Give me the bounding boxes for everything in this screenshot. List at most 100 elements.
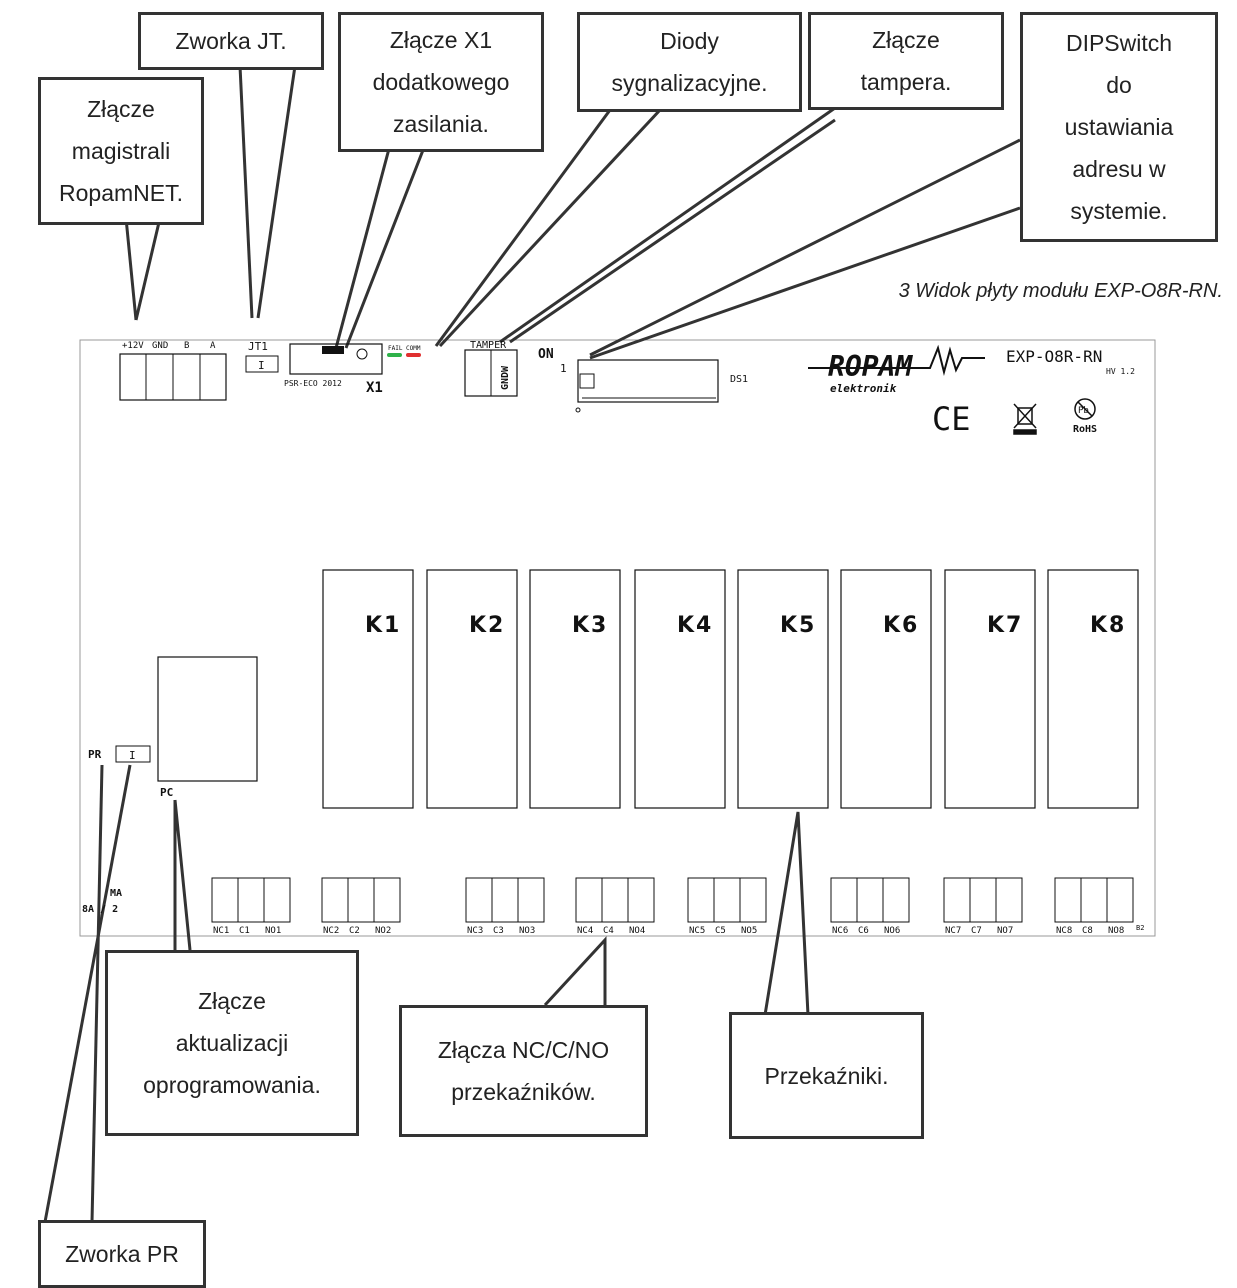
dip-switch: ON 1 DS1 — [538, 347, 748, 413]
b2-label: B2 — [1136, 924, 1144, 932]
callout-tamper: Złącze tampera. — [808, 12, 1004, 110]
callout-line: Zworka JT. — [175, 28, 287, 54]
relay-2 — [426, 569, 518, 809]
brand-logo: ROPAM elektronik EXP-O8R-RN HV 1.2 CE Pb… — [808, 344, 1135, 438]
pin-12v: +12V — [122, 341, 144, 351]
terminal-block-4 — [575, 877, 655, 923]
status-leds: FAIL COMM — [387, 345, 421, 357]
relay-label-7: K7 — [987, 613, 1023, 638]
terminal-pin-c7: C7 — [971, 926, 982, 936]
relay-label-1: K1 — [365, 613, 401, 638]
relay-5 — [737, 569, 829, 809]
model-label: EXP-O8R-RN — [1006, 347, 1102, 366]
ba-label: 8A / 2 — [82, 904, 118, 915]
terminal-block-8 — [1054, 877, 1134, 923]
relay-1 — [322, 569, 414, 809]
terminal-block-2 — [321, 877, 401, 923]
callout-nc-c-no: Złącza NC/C/NO przekaźników. — [399, 1005, 648, 1137]
callout-line: Diody — [660, 28, 719, 54]
callout-text: Złącze tampera. — [861, 19, 952, 103]
terminal-block-5 — [687, 877, 767, 923]
terminal-pin-nc5: NC5 — [689, 926, 705, 936]
relay-label-2: K2 — [469, 613, 505, 638]
relay-label-5: K5 — [780, 613, 816, 638]
terminal-pin-c6: C6 — [858, 926, 869, 936]
relay-label-6: K6 — [883, 613, 919, 638]
terminal-pin-c8: C8 — [1082, 926, 1093, 936]
callout-line: Złącze — [872, 27, 940, 53]
terminal-pin-no4: NO4 — [629, 926, 645, 936]
callout-line: zasilania. — [393, 111, 489, 137]
callout-line: Złącza NC/C/NO — [437, 1037, 610, 1063]
callout-line: Złącze — [87, 96, 155, 122]
led-comm — [406, 353, 421, 357]
ropamnet-connector: +12V GND B A — [119, 341, 227, 401]
callout-line: DIPSwitch — [1065, 30, 1173, 56]
relay-6 — [840, 569, 932, 809]
ce-mark: CE — [932, 400, 971, 438]
ma-label: MA — [110, 888, 122, 899]
terminal-pin-c3: C3 — [493, 926, 504, 936]
pin-b: B — [184, 341, 189, 351]
tamper-pins: GNDW — [500, 365, 511, 390]
brand-sub: elektronik — [830, 382, 897, 395]
pin-a: A — [210, 341, 216, 351]
terminal-pin-nc1: NC1 — [213, 926, 229, 936]
callout-przekazniki: Przekaźniki. — [729, 1012, 924, 1139]
dip-on-label: ON — [538, 347, 554, 362]
pc-connector — [157, 656, 258, 782]
leader-lines — [43, 65, 1021, 1223]
hw-label: HV 1.2 — [1106, 367, 1135, 376]
callout-pr: Zworka PR — [38, 1220, 206, 1288]
relay-3 — [529, 569, 621, 809]
callout-line: Zworka PR — [65, 1241, 179, 1267]
terminal-pin-no2: NO2 — [375, 926, 391, 936]
terminal-pin-c5: C5 — [715, 926, 726, 936]
callout-text: Przekaźniki. — [765, 1055, 889, 1097]
jt1-mark: I — [258, 359, 265, 372]
callout-text: Zworka PR — [65, 1233, 179, 1275]
pr-label: PR — [88, 748, 102, 761]
terminal-block-1 — [211, 877, 291, 923]
relay-label-3: K3 — [572, 613, 608, 638]
callout-line: oprogramowania. — [143, 1072, 321, 1098]
terminal-pin-c2: C2 — [349, 926, 360, 936]
callout-text: Złącza NC/C/NO przekaźników. — [438, 1029, 609, 1113]
callout-line: adresu w — [1072, 156, 1166, 182]
tamper-label: TAMPER — [470, 340, 507, 351]
led-fail-label: FAIL — [388, 345, 403, 352]
led-fail — [387, 353, 402, 357]
terminal-pin-nc7: NC7 — [945, 926, 961, 936]
relay-4 — [634, 569, 726, 809]
pb-label: Pb — [1078, 406, 1089, 416]
terminal-block-3 — [465, 877, 545, 923]
terminal-block-6 — [830, 877, 910, 923]
callout-line: tampera. — [860, 69, 952, 95]
callout-line: RopamNET. — [59, 180, 183, 206]
terminal-pin-no6: NO6 — [884, 926, 900, 936]
terminal-pin-nc2: NC2 — [323, 926, 339, 936]
callout-line: Złącze X1 — [389, 27, 493, 53]
led-comm-label: COMM — [406, 345, 421, 352]
callout-line: Złącze — [198, 988, 266, 1014]
figure-caption: 3 Widok płyty modułu EXP-O8R-RN. — [898, 280, 1223, 302]
relay-8 — [1047, 569, 1139, 809]
callout-jt: Zworka JT. — [138, 12, 324, 70]
pc-label: PC — [160, 786, 173, 799]
callout-line: przekaźników. — [451, 1079, 596, 1105]
terminal-pin-no8: NO8 — [1108, 926, 1124, 936]
psr-label: PSR-ECO 2012 — [284, 379, 342, 388]
terminal-pin-nc3: NC3 — [467, 926, 483, 936]
terminal-pin-no7: NO7 — [997, 926, 1013, 936]
ds1-label: DS1 — [730, 374, 748, 385]
relay-label-8: K8 — [1090, 613, 1126, 638]
callout-line: do — [1106, 72, 1132, 98]
pr-mark: I — [129, 749, 136, 762]
